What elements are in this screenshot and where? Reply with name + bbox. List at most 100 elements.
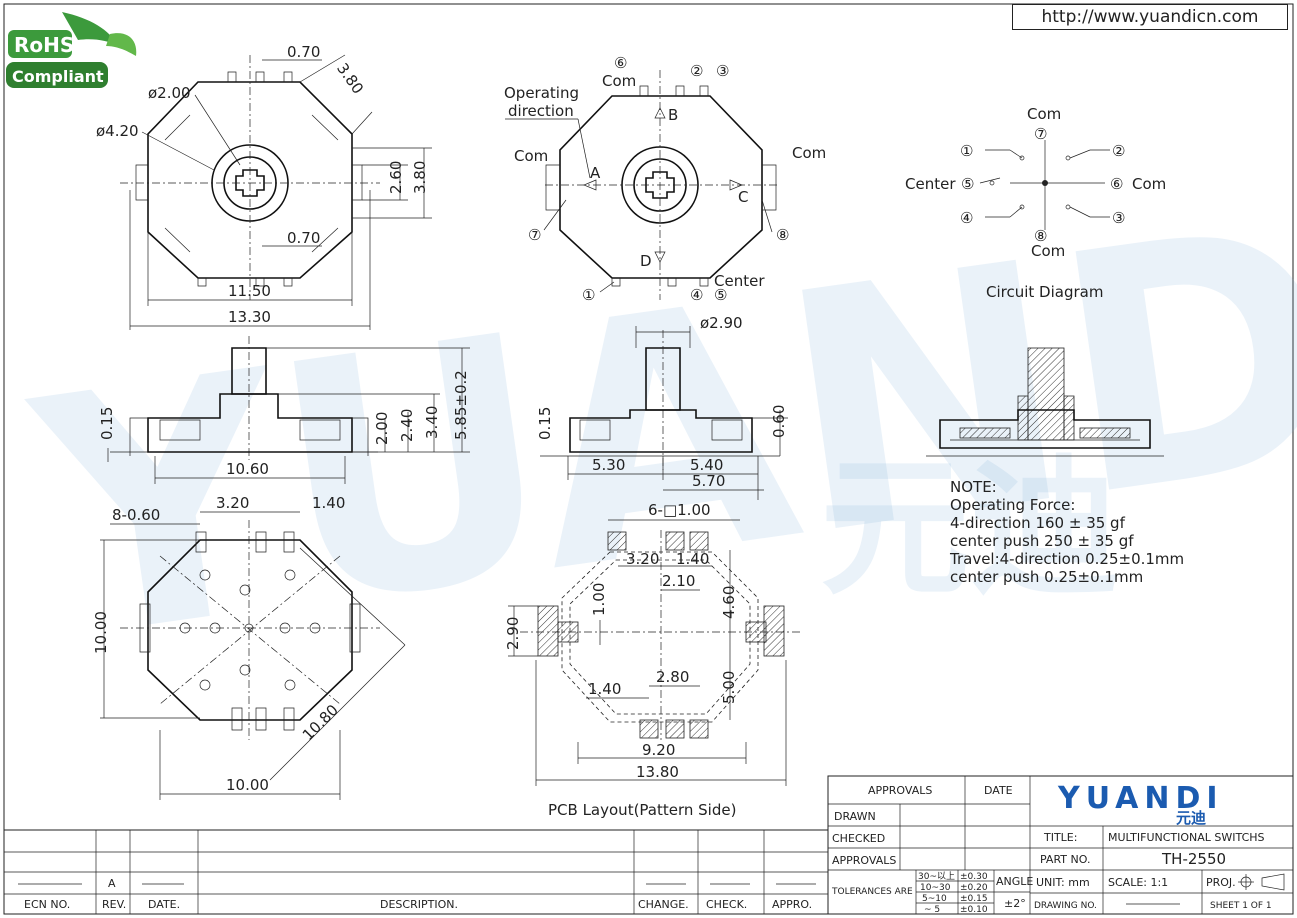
- leaf-icon: [62, 12, 118, 46]
- dim-label: 1.00: [590, 583, 608, 616]
- arrow-right-icon: [729, 179, 743, 191]
- operating-direction-label: direction: [508, 102, 574, 120]
- dim-label: 5.00: [720, 671, 738, 704]
- dim-label: 5.40: [690, 456, 723, 474]
- unit-label: UNIT: mm: [1036, 876, 1090, 889]
- dim-label: 2.60: [387, 161, 405, 194]
- yuandi-logo-chinese: 元迪: [1176, 809, 1206, 827]
- label-c: C: [738, 188, 748, 206]
- revision-block: A ECN NO. REV. DATE. DESCRIPTION. CHANGE…: [4, 829, 828, 914]
- description-header: DESCRIPTION.: [380, 898, 458, 911]
- dim-label: ø4.20: [96, 122, 139, 140]
- label-a: A: [590, 164, 601, 182]
- label-com: Com: [602, 72, 636, 90]
- date-header: DATE: [984, 784, 1013, 797]
- dim-label: 10.80: [299, 701, 342, 744]
- arrow-down-icon: [654, 251, 666, 263]
- pcb-layout-title: PCB Layout(Pattern Side): [548, 801, 736, 819]
- dim-label: ø2.00: [148, 84, 191, 102]
- operating-direction-label: Operating: [504, 84, 579, 102]
- pcb-layout-view: 6-□1.00 3.20 1.40 2.10 4.60 1.00 2.90 2.…: [504, 501, 800, 819]
- dim-label: 10.00: [226, 776, 269, 794]
- website-url: http://www.yuandicn.com: [1012, 4, 1288, 30]
- drawing-no-label: DRAWING NO.: [1034, 901, 1097, 911]
- tolerance-value: ±0.30: [960, 872, 988, 882]
- note-line: center push 250 ± 35 gf: [950, 532, 1134, 550]
- scale-label: SCALE: 1:1: [1108, 876, 1168, 889]
- note-line: Travel:4-direction 0.25±0.1mm: [949, 550, 1184, 568]
- dim-label: 2.90: [504, 617, 522, 650]
- leaf-icon: [106, 33, 137, 56]
- drawing-frame: [3, 3, 1294, 915]
- pin-label: ①: [582, 286, 595, 304]
- circuit-diagram-title: Circuit Diagram: [986, 283, 1103, 301]
- date-header: DATE.: [148, 898, 180, 911]
- rohs-text: RoHS: [14, 33, 74, 57]
- front-view: ø2.90 0.15 0.60 5.30 5.40 5.70: [536, 314, 788, 500]
- label-b: B: [668, 106, 678, 124]
- dim-label: 5.70: [692, 472, 725, 490]
- note-line: center push 0.25±0.1mm: [950, 568, 1143, 586]
- angle-label: ANGLE: [996, 875, 1033, 888]
- dim-label: 0.15: [98, 407, 116, 440]
- revision-value: A: [108, 877, 116, 890]
- pin-label: ⑤: [961, 175, 974, 193]
- change-header: CHANGE.: [638, 898, 689, 911]
- pin-label: ②: [690, 62, 703, 80]
- notes: NOTE: Operating Force: 4-direction 160 ±…: [949, 478, 1184, 586]
- label-com: Com: [1132, 175, 1166, 193]
- drawn-label: DRAWN: [834, 810, 876, 823]
- ecn-header: ECN NO.: [24, 898, 70, 911]
- title-block: APPROVALS DATE DRAWN CHECKED APPROVALS T…: [827, 775, 1294, 915]
- part-no-label: PART NO.: [1040, 853, 1090, 866]
- approvals-label: APPROVALS: [832, 854, 896, 867]
- note-line: 4-direction 160 ± 35 gf: [950, 514, 1126, 532]
- pin-label: ④: [690, 286, 703, 304]
- svg-text:元迪: 元迪: [820, 442, 1120, 616]
- pin-label: ⑧: [776, 226, 789, 244]
- angle-value: ±2°: [1004, 897, 1026, 910]
- checked-label: CHECKED: [832, 832, 885, 845]
- side-view: 0.15 5.85±0.2 3.40 2.00 2.40 10.60: [98, 336, 470, 484]
- pin-label: ②: [1112, 142, 1125, 160]
- dim-label: 2.80: [656, 668, 689, 686]
- tolerance-value: ±0.15: [960, 894, 988, 904]
- arrow-up-icon: [654, 107, 666, 119]
- pin-label: ①: [960, 142, 973, 160]
- circuit-diagram: Com ⑦ ① ② Center ⑤ ⑥ Com ④ ③ ⑧ Com Circu…: [905, 105, 1166, 301]
- dim-label: 13.30: [228, 308, 271, 326]
- dim-label: 10.00: [92, 611, 110, 654]
- top-view: 0.70 3.80 ø2.00 ø4.20 2.60 3.80 0.70 11.…: [96, 43, 432, 330]
- projection-symbol-icon: [1238, 873, 1285, 891]
- pin-label: ⑤: [714, 286, 727, 304]
- dim-label: 0.70: [287, 229, 320, 247]
- label-com: Com: [1027, 105, 1061, 123]
- rohs-badge: RoHS Compliant: [6, 12, 137, 88]
- pin-label: ③: [716, 62, 729, 80]
- dim-label: 2.10: [662, 572, 695, 590]
- rev-header: REV.: [102, 898, 126, 911]
- part-no-value: TH-2550: [1161, 850, 1226, 868]
- dim-label: 8-0.60: [112, 506, 160, 524]
- dim-label: 1.40: [676, 550, 709, 568]
- label-d: D: [640, 252, 652, 270]
- dim-label: 2.40: [398, 409, 416, 442]
- pin-label: ⑥: [1110, 175, 1123, 193]
- dim-label: ø2.90: [700, 314, 743, 332]
- label-center: Center: [714, 272, 765, 290]
- pin-label: ③: [1112, 209, 1125, 227]
- title-label: TITLE:: [1043, 831, 1077, 844]
- pin-label: ⑦: [1034, 125, 1047, 143]
- dim-label: 5.30: [592, 456, 625, 474]
- dim-label: 3.80: [333, 60, 367, 98]
- dim-label: 0.70: [287, 43, 320, 61]
- tolerance-range: 30~以上: [918, 871, 955, 882]
- label-com: Com: [1031, 242, 1065, 260]
- pin-label: ⑧: [1034, 227, 1047, 245]
- cross-section-view: [926, 347, 1164, 457]
- dim-label: 1.40: [312, 494, 345, 512]
- dim-label: 11.50: [228, 282, 271, 300]
- tolerance-range: 10~30: [920, 883, 951, 893]
- tolerance-range: ~ 5: [924, 905, 940, 915]
- tolerances-label: TOLERANCES ARE: [831, 887, 913, 897]
